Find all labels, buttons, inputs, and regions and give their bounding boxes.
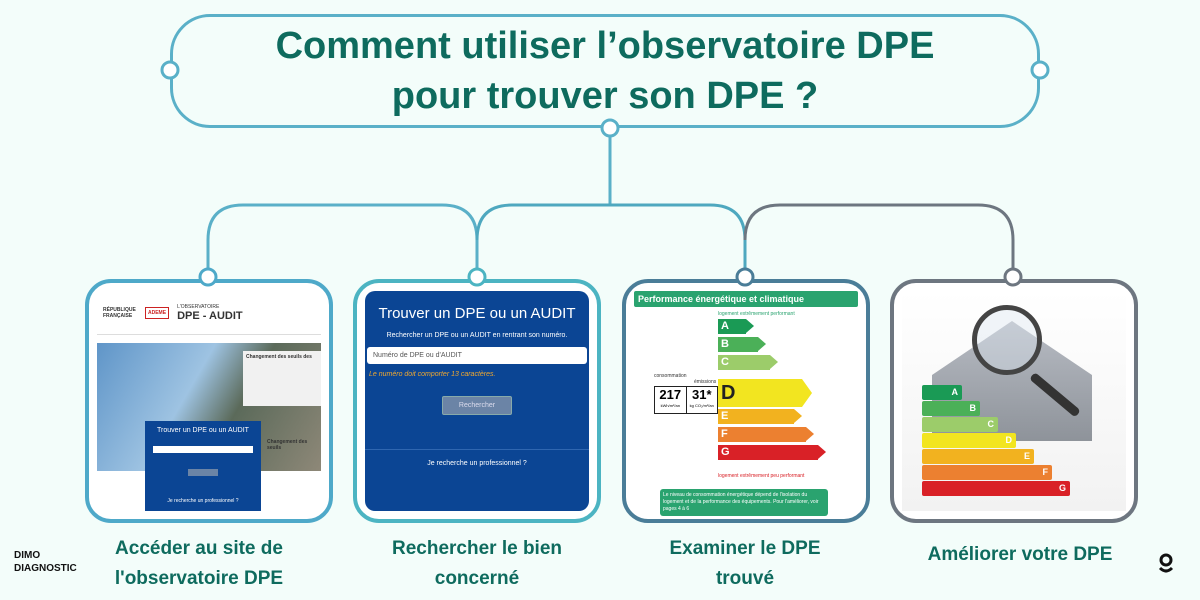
consumption-label: consommation: [654, 373, 687, 379]
dpe-label-screenshot: Performance énergétique et climatique lo…: [634, 291, 858, 516]
site-pre: L'OBSERVATOIRE: [177, 303, 220, 310]
g-logo-icon: [1158, 553, 1174, 573]
emissions-label: émissions: [694, 379, 717, 385]
energy-step-D: D: [922, 433, 1016, 448]
step-1-panel: RÉPUBLIQUE FRANÇAISE ADEME L'OBSERVATOIR…: [85, 279, 333, 523]
title-line-2: pour trouver son DPE ?: [391, 75, 819, 117]
step-2-panel: Trouver un DPE ou un AUDIT Rechercher un…: [353, 279, 601, 523]
professional-link[interactable]: Je recherche un professionnel ?: [365, 449, 589, 467]
step-4-caption: Améliorer votre DPE: [927, 544, 1113, 565]
search-form-screenshot: Trouver un DPE ou un AUDIT Rechercher un…: [365, 291, 589, 511]
error-message: Le numéro doit comporter 13 caractères.: [369, 371, 496, 378]
dpe-note: Le niveau de consommation énergétique dé…: [660, 489, 828, 516]
dpe-number-input[interactable]: Numéro de DPE ou d'AUDIT: [367, 347, 587, 364]
search-box: Trouver un DPE ou un AUDIT Je recherche …: [145, 421, 261, 511]
energy-class-A: A: [718, 319, 754, 334]
search-heading: Trouver un DPE ou un AUDIT: [378, 305, 576, 322]
magnifier-icon: [972, 305, 1042, 375]
energy-class-E: E: [718, 409, 802, 424]
energy-class-D: D: [718, 379, 812, 407]
site-name: DPE - AUDIT: [177, 309, 243, 322]
energy-step-B: B: [922, 401, 980, 416]
energy-step-C: C: [922, 417, 998, 432]
ademe-logo: ADEME: [145, 306, 170, 319]
energy-class-F: F: [718, 427, 814, 442]
observatoire-site-screenshot: RÉPUBLIQUE FRANÇAISE ADEME L'OBSERVATOIR…: [97, 291, 321, 511]
news-card: Changement des seuils des: [243, 351, 321, 406]
energy-step-E: E: [922, 449, 1034, 464]
energy-class-B: B: [718, 337, 766, 352]
energy-class-G: G: [718, 445, 826, 460]
search-button[interactable]: Rechercher: [441, 396, 513, 415]
search-subtitle: Rechercher un DPE ou un AUDIT en rentran…: [386, 332, 568, 339]
energy-step-A: A: [922, 385, 962, 400]
bottom-label: logement extrêmement peu performant: [718, 473, 805, 479]
energy-class-C: C: [718, 355, 778, 370]
dpe-heading: Performance énergétique et climatique: [634, 291, 858, 307]
top-label: logement extrêmement performant: [718, 311, 795, 317]
gov-logo: RÉPUBLIQUE FRANÇAISE: [103, 306, 136, 319]
step-3-panel: Performance énergétique et climatique lo…: [622, 279, 870, 523]
title-box: Comment utiliser l’observatoire DPE pour…: [170, 14, 1040, 128]
title-line-1: Comment utiliser l’observatoire DPE: [275, 25, 935, 67]
section-title: Changement des seuils: [267, 439, 308, 451]
energy-step-F: F: [922, 465, 1052, 480]
energy-step-G: G: [922, 481, 1070, 496]
emissions-value: 31*: [691, 387, 712, 402]
consumption-value: 217: [659, 387, 682, 402]
